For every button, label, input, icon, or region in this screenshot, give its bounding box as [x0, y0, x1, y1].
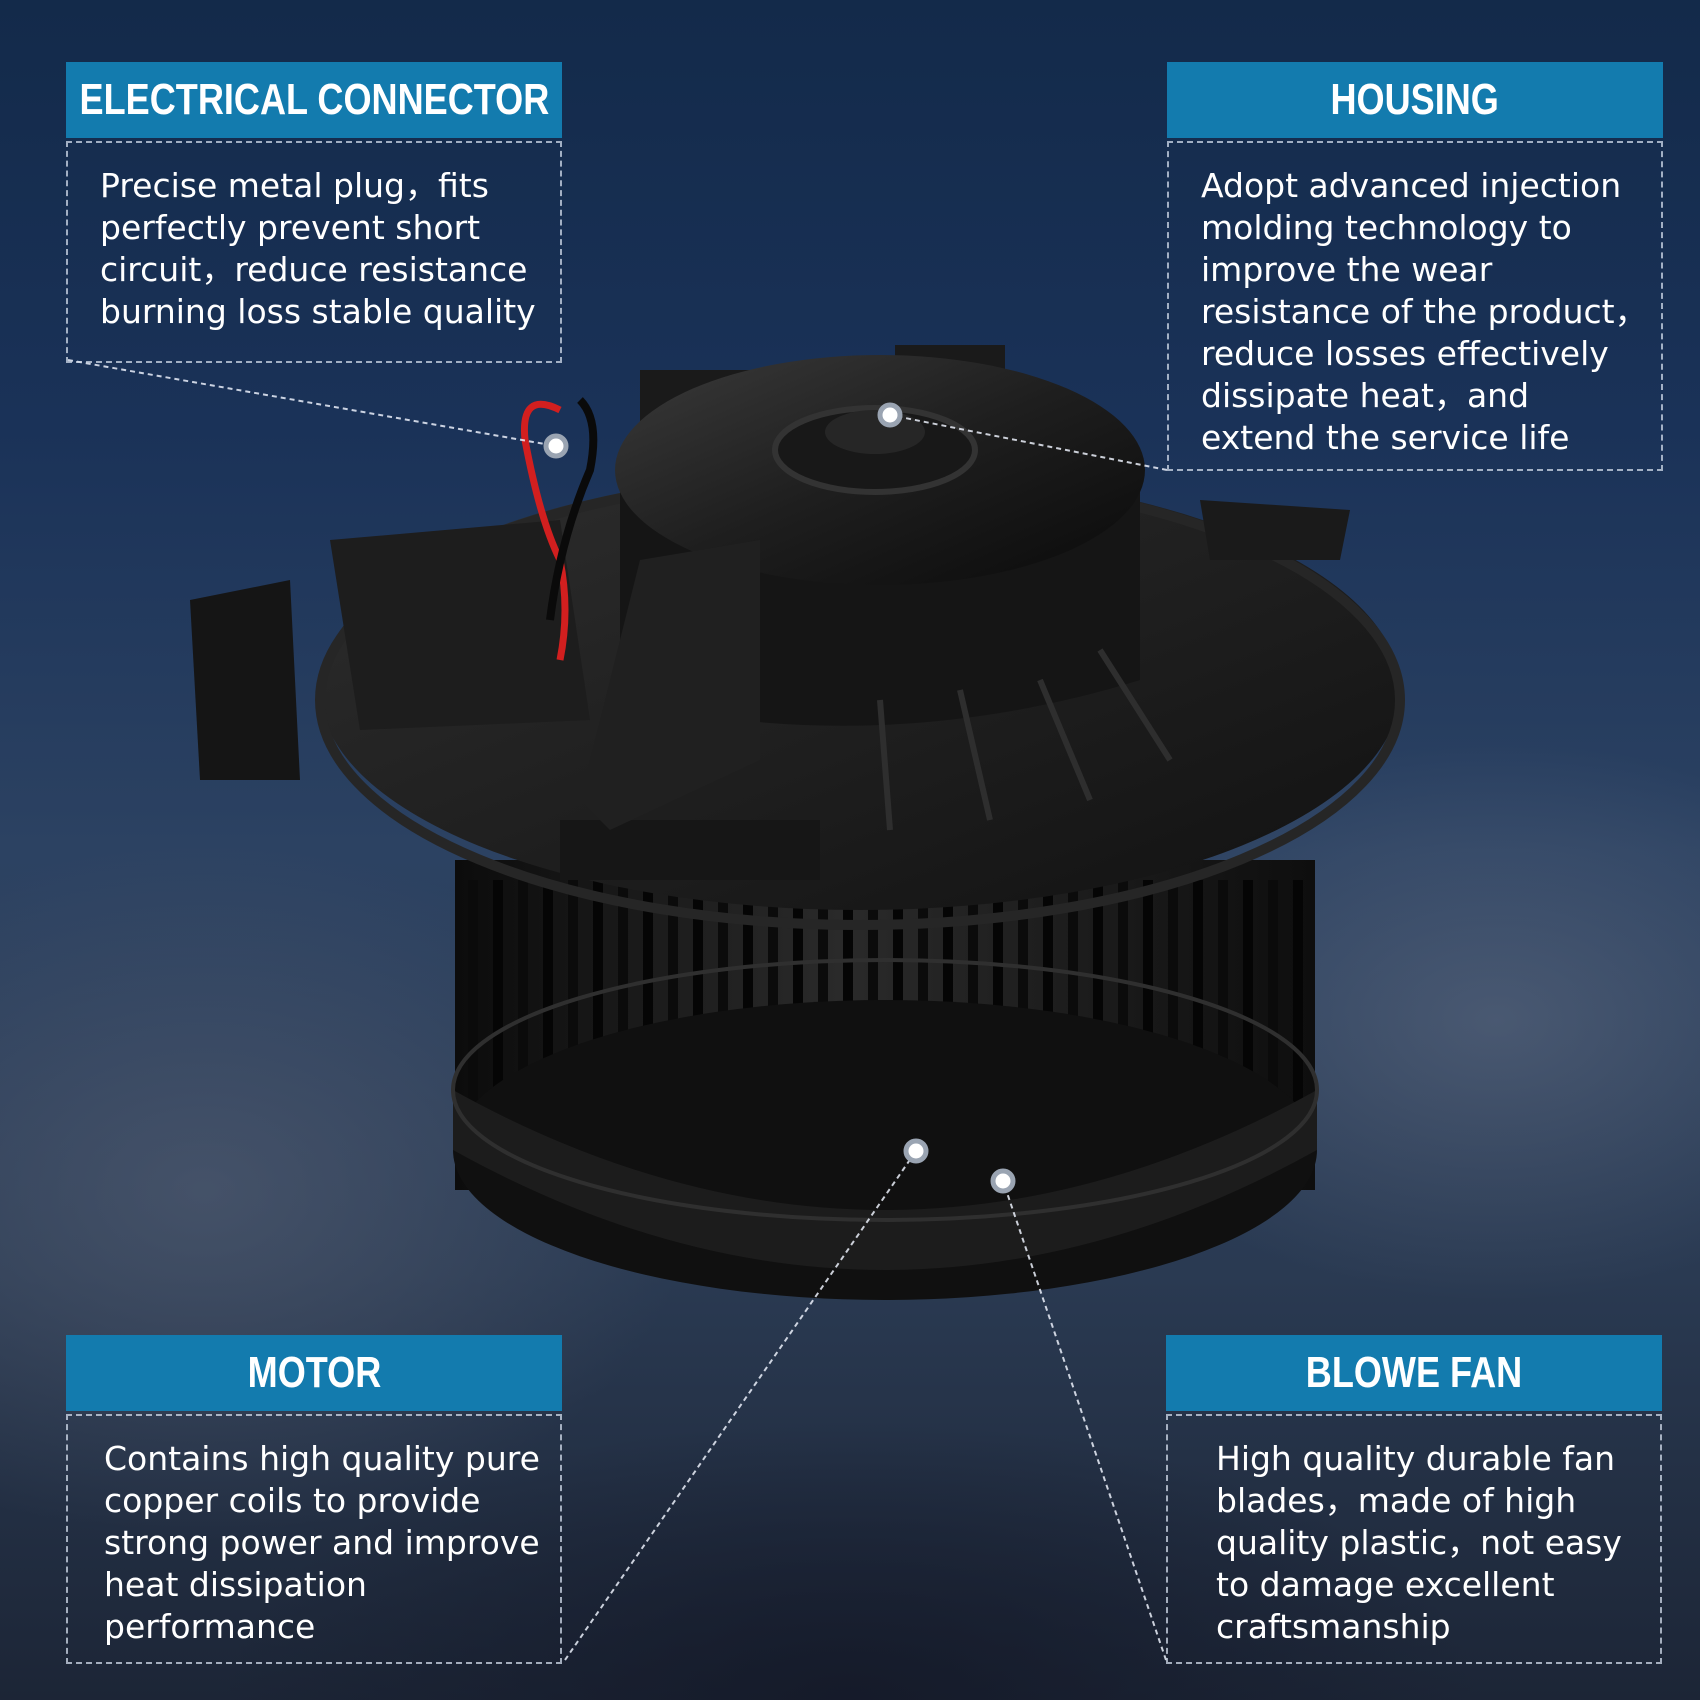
- housing-anchor-dot: [877, 402, 903, 428]
- callout-motor: MOTOR Contains high quality pure copper …: [66, 1335, 562, 1664]
- fan-anchor-dot: [990, 1168, 1016, 1194]
- fan-blade: [593, 880, 603, 1180]
- fan-blade: [1168, 880, 1178, 1180]
- blower-fan-wheel: [451, 860, 1319, 1300]
- connector-anchor-dot: [543, 433, 569, 459]
- callout-title: BLOWE FAN: [1305, 1348, 1523, 1397]
- callout-body: High quality durable fan blades，made of …: [1166, 1414, 1662, 1664]
- callout-header: MOTOR: [66, 1335, 562, 1411]
- callout-header: ELECTRICAL CONNECTOR: [66, 62, 562, 138]
- callout-blowe-fan: BLOWE FAN High quality durable fan blade…: [1166, 1335, 1662, 1664]
- fan-blade: [1268, 880, 1278, 1180]
- fan-blade: [1218, 880, 1228, 1180]
- callout-text: High quality durable fan blades，made of …: [1216, 1439, 1622, 1646]
- callout-header: BLOWE FAN: [1166, 1335, 1662, 1411]
- callout-electrical-connector: ELECTRICAL CONNECTOR Precise metal plug，…: [66, 62, 562, 363]
- fan-blade: [468, 880, 478, 1180]
- fan-blade: [1293, 880, 1303, 1180]
- callout-housing: HOUSING Adopt advanced injection molding…: [1167, 62, 1663, 471]
- callout-leader-lines: [67, 359, 1168, 1661]
- motor-housing: [580, 355, 1173, 831]
- callout-title: MOTOR: [247, 1348, 381, 1397]
- motor-anchor-dot: [903, 1138, 929, 1164]
- callout-anchor-dots: [543, 402, 1016, 1194]
- callout-body: Contains high quality pure copper coils …: [66, 1414, 562, 1664]
- fan-blade: [568, 880, 578, 1180]
- fan-blade: [543, 880, 553, 1180]
- electrical-connector-wires: [520, 397, 598, 661]
- callout-body: Precise metal plug，fits perfectly preven…: [66, 141, 562, 363]
- callout-header: HOUSING: [1167, 62, 1663, 138]
- callout-text: Precise metal plug，fits perfectly preven…: [100, 166, 536, 331]
- callout-text: Adopt advanced injection molding technol…: [1201, 166, 1648, 457]
- callout-title: ELECTRICAL CONNECTOR: [79, 75, 549, 124]
- callout-body: Adopt advanced injection molding technol…: [1167, 141, 1663, 471]
- fan-blade: [618, 880, 628, 1180]
- callout-text: Contains high quality pure copper coils …: [104, 1439, 540, 1646]
- fan-blade: [1193, 880, 1203, 1180]
- fan-blade: [518, 880, 528, 1180]
- callout-title: HOUSING: [1330, 75, 1500, 124]
- fan-blade: [1143, 880, 1153, 1180]
- fan-blade: [1243, 880, 1253, 1180]
